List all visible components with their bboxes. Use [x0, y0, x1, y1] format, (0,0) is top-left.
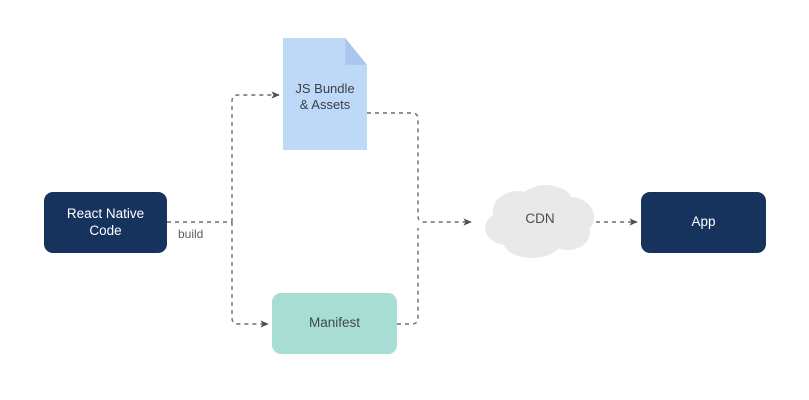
node-manifest-label: Manifest	[308, 315, 361, 331]
edge-label-build: build	[178, 227, 204, 241]
edge-js-bundle-to-cdn	[367, 112, 472, 226]
node-cdn[interactable]: CDN	[482, 181, 598, 263]
node-manifest[interactable]: Manifest	[272, 293, 397, 354]
node-app-label: App	[691, 214, 716, 230]
edge-build-to-manifest	[231, 222, 269, 328]
edge-manifest-to-cdn	[397, 228, 419, 325]
edge-build-to-js-bundle	[231, 91, 280, 222]
node-app[interactable]: App	[641, 192, 766, 253]
node-js-bundle[interactable]: JS Bundle & Assets	[283, 38, 367, 150]
cloud-shape-icon	[485, 185, 594, 258]
node-react-native-code-label: React Native Code	[66, 205, 145, 238]
document-fold-corner-icon	[345, 38, 367, 65]
node-react-native-code[interactable]: React Native Code	[44, 192, 167, 253]
